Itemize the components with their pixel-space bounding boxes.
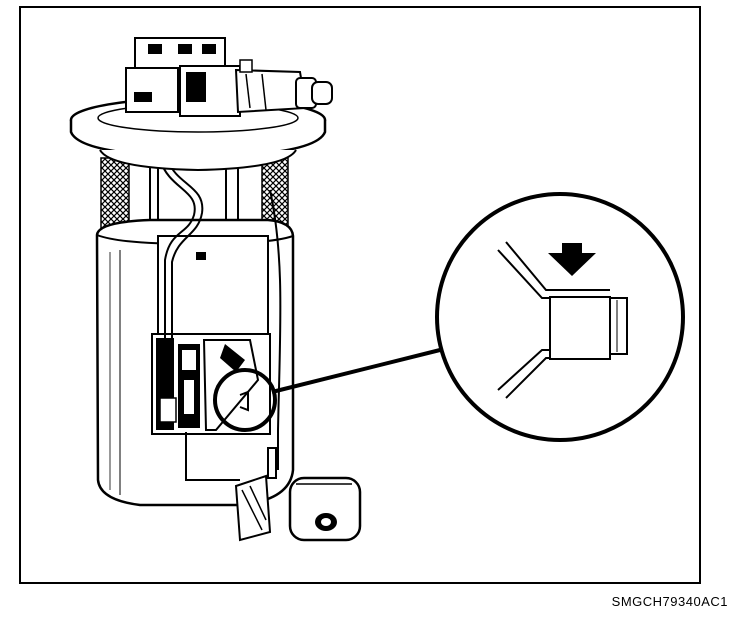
top-connector-and-outlet [125, 37, 333, 117]
callout-leader-line [271, 348, 441, 394]
down-arrow-icon-shaft [562, 243, 582, 255]
magnified-detail [435, 192, 685, 442]
figure-code: SMGCH79340AC1 [611, 594, 728, 609]
pump-housing [151, 235, 271, 435]
float-assembly [234, 447, 362, 542]
detail-callout-source [213, 368, 277, 432]
wiring-harness [159, 159, 282, 481]
down-arrow-icon [548, 253, 596, 276]
